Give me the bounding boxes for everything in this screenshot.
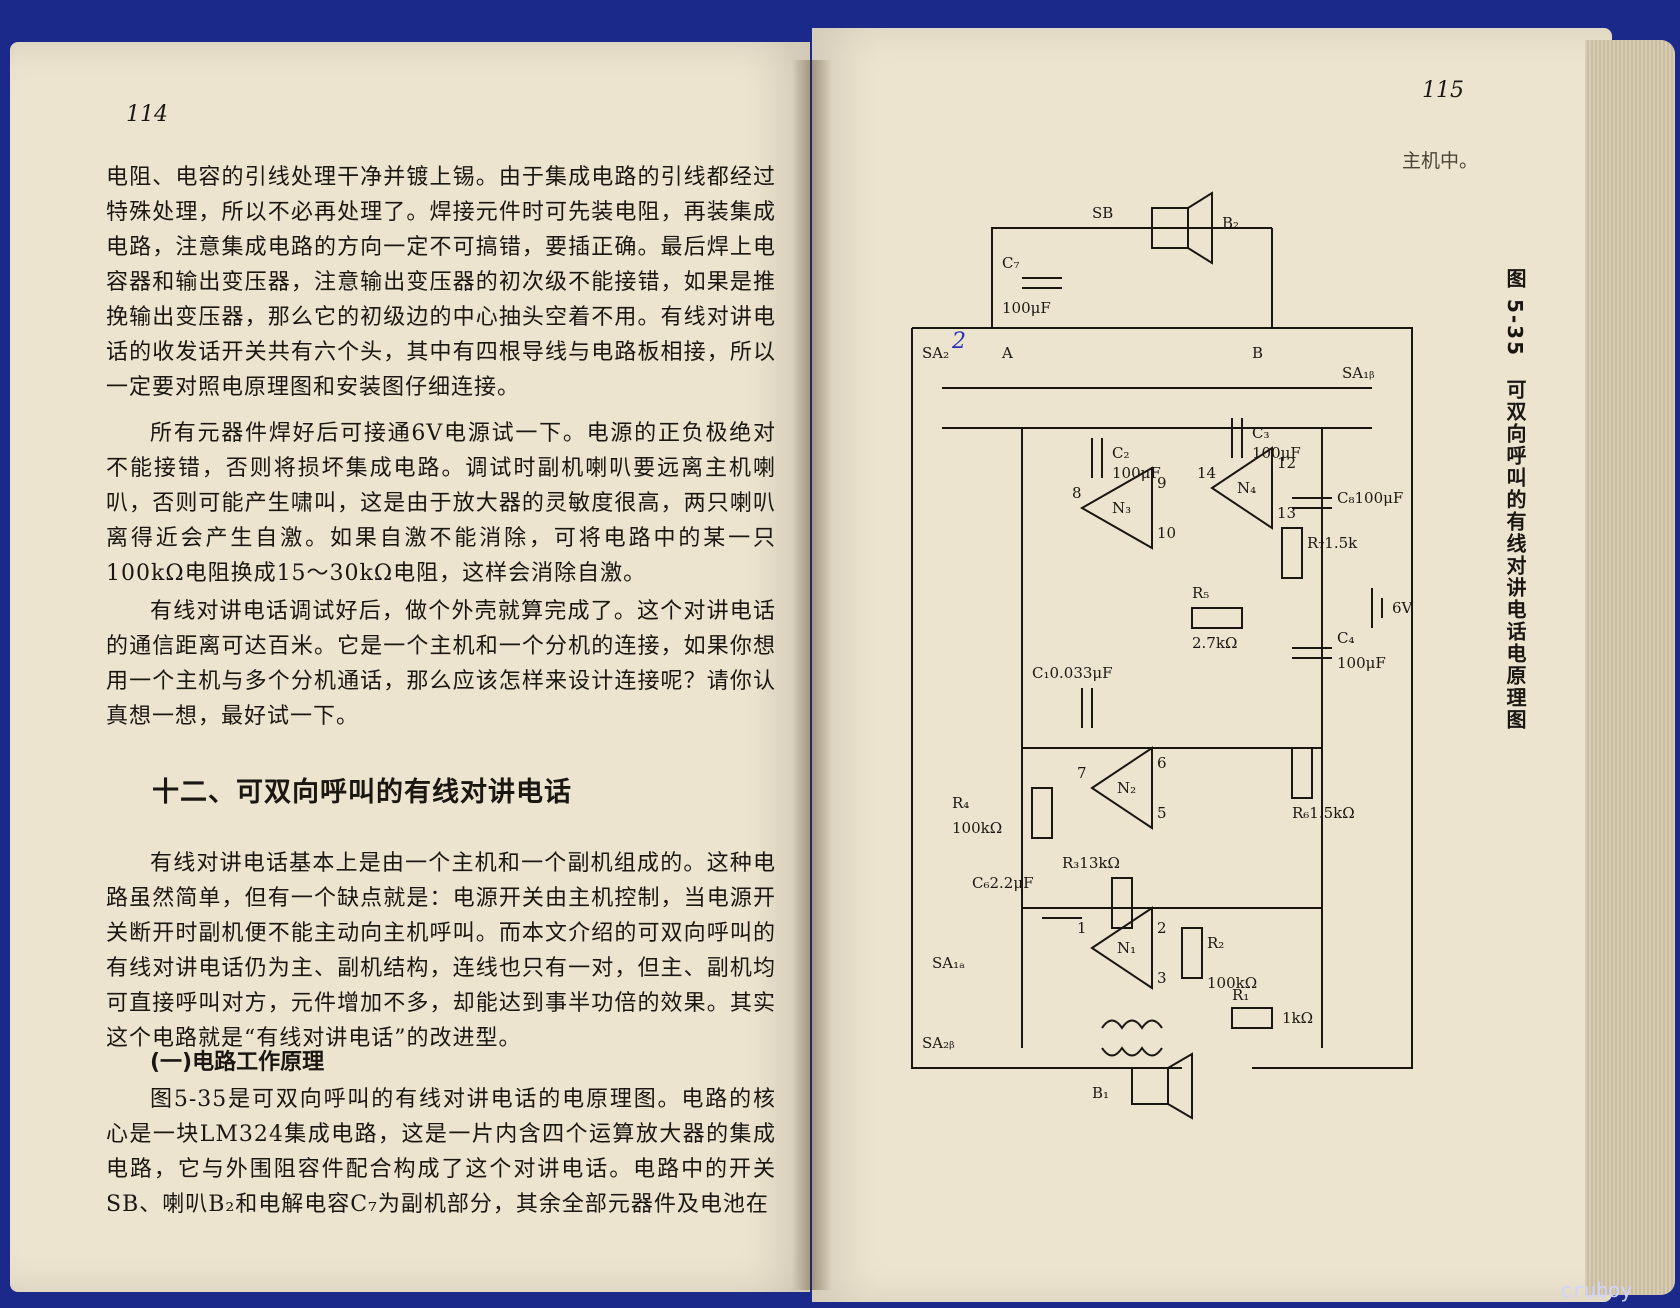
label-r3: R₃13kΩ (1062, 854, 1120, 872)
text-block: 有线对讲电话基本上是由一个主机和一个副机组成的。这种电路虽然简单，但有一个缺点就… (106, 846, 776, 1056)
label-sa1a: SA₁ₐ (932, 954, 965, 972)
right-page: 115 主机中。 图 5-35 可双向呼叫的有线对讲电话电原理图 (812, 28, 1612, 1302)
label-sa2b: SA₂ᵦ (922, 1034, 955, 1052)
label-c2: C₂ (1112, 444, 1130, 462)
text-block: 有线对讲电话调试好后，做个外壳就算完成了。这个对讲电话的通信距离可达百米。它是一… (106, 594, 776, 734)
label-b2: B₂ (1222, 214, 1239, 232)
label-n4: N₄ (1237, 479, 1256, 497)
text-block: 图5-35是可双向呼叫的有线对讲电话的电原理图。电路的核心是一块LM324集成电… (106, 1082, 776, 1222)
label-c4: C₄ (1337, 629, 1355, 647)
label-pin10: 10 (1157, 524, 1176, 542)
label-pin5: 5 (1157, 804, 1167, 822)
label-r1-value: 1kΩ (1282, 1009, 1313, 1027)
label-sb: SB (1092, 204, 1113, 222)
subsection-title: (一)电路工作原理 (150, 1050, 325, 1075)
label-r2: R₂ (1207, 934, 1224, 952)
label-c1: C₁0.033μF (1032, 664, 1113, 682)
paragraph: 有线对讲电话基本上是由一个主机和一个副机组成的。这种电路虽然简单，但有一个缺点就… (106, 851, 776, 1051)
label-r4: R₄ (952, 794, 969, 812)
paragraph: 所有元器件焊好后可接通6V电源试一下。电源的正负极绝对不能接错，否则将损坏集成电… (106, 421, 776, 586)
label-battery: 6V (1392, 599, 1414, 617)
label-pin9: 9 (1157, 474, 1167, 492)
label-n3: N₃ (1112, 499, 1131, 517)
label-c6: C₆2.2μF (972, 874, 1034, 892)
label-sa1b: SA₁ᵦ (1342, 364, 1375, 382)
label-c3: C₃ (1252, 424, 1270, 442)
book-page-edges (1585, 40, 1675, 1295)
handwritten-mark: 2 (951, 329, 966, 354)
label-b1: B₁ (1092, 1084, 1109, 1102)
label-r5: R₅ (1192, 584, 1209, 602)
label-pin14: 14 (1197, 464, 1216, 482)
label-c7-value: 100μF (1002, 299, 1051, 317)
label-pin2: 2 (1157, 919, 1167, 937)
label-pin8: 8 (1072, 484, 1082, 502)
figure-caption: 图 5-35 可双向呼叫的有线对讲电话电原理图 (1503, 268, 1527, 732)
label-pin7: 7 (1077, 764, 1087, 782)
paragraph: 电阻、电容的引线处理干净并镀上锡。由于集成电路的引线都经过特殊处理，所以不必再处… (106, 165, 776, 400)
label-pin6: 6 (1157, 754, 1167, 772)
paragraph: 有线对讲电话调试好后，做个外壳就算完成了。这个对讲电话的通信距离可达百米。它是一… (106, 599, 776, 729)
label-c2-value: 100μF (1112, 464, 1161, 482)
label-r4-value: 100kΩ (952, 819, 1002, 837)
label-sa2: SA₂ (922, 344, 949, 362)
label-n2: N₂ (1117, 779, 1136, 797)
page-number: 114 (126, 102, 168, 127)
label-c3-value: 100μF (1252, 444, 1301, 462)
label-c7: C₇ (1002, 254, 1020, 272)
label-pin3: 3 (1157, 969, 1167, 987)
label-r2-value: 100kΩ (1207, 974, 1257, 992)
label-pin12: 12 (1277, 454, 1296, 472)
circuit-schematic: B₂ SB C₇ 100μF SA₂ A B SA₁ᵦ C₂ 100μF C₃ … (911, 191, 1414, 1120)
watermark: cruboy (1560, 1278, 1633, 1302)
label-n1: N₁ (1117, 939, 1136, 957)
book-gutter (792, 60, 832, 1290)
label-r1: R₁ (1232, 986, 1249, 1004)
section-title: 十二、可双向呼叫的有线对讲电话 (152, 777, 572, 808)
label-c4-value: 100μF (1337, 654, 1386, 672)
page-number: 115 (1422, 78, 1464, 103)
label-node-a: A (1001, 344, 1013, 362)
label-r5-value: 2.7kΩ (1192, 634, 1237, 652)
label-node-b: B (1252, 344, 1263, 362)
label-pin13: 13 (1277, 504, 1296, 522)
label-pin1: 1 (1077, 919, 1087, 937)
label-r6: R₆1.5kΩ (1292, 804, 1355, 822)
text-block: 电阻、电容的引线处理干净并镀上锡。由于集成电路的引线都经过特殊处理，所以不必再处… (106, 160, 776, 405)
paragraph: 图5-35是可双向呼叫的有线对讲电话的电原理图。电路的核心是一块LM324集成电… (106, 1087, 776, 1217)
partial-text-line: 主机中。 (1402, 150, 1479, 172)
left-page: 114 电阻、电容的引线处理干净并镀上锡。由于集成电路的引线都经过特殊处理，所以… (10, 42, 810, 1292)
label-c8: C₈100μF (1337, 489, 1403, 507)
text-block: 所有元器件焊好后可接通6V电源试一下。电源的正负极绝对不能接错，否则将损坏集成电… (106, 416, 776, 591)
label-r7: R₇1.5k (1307, 534, 1358, 552)
